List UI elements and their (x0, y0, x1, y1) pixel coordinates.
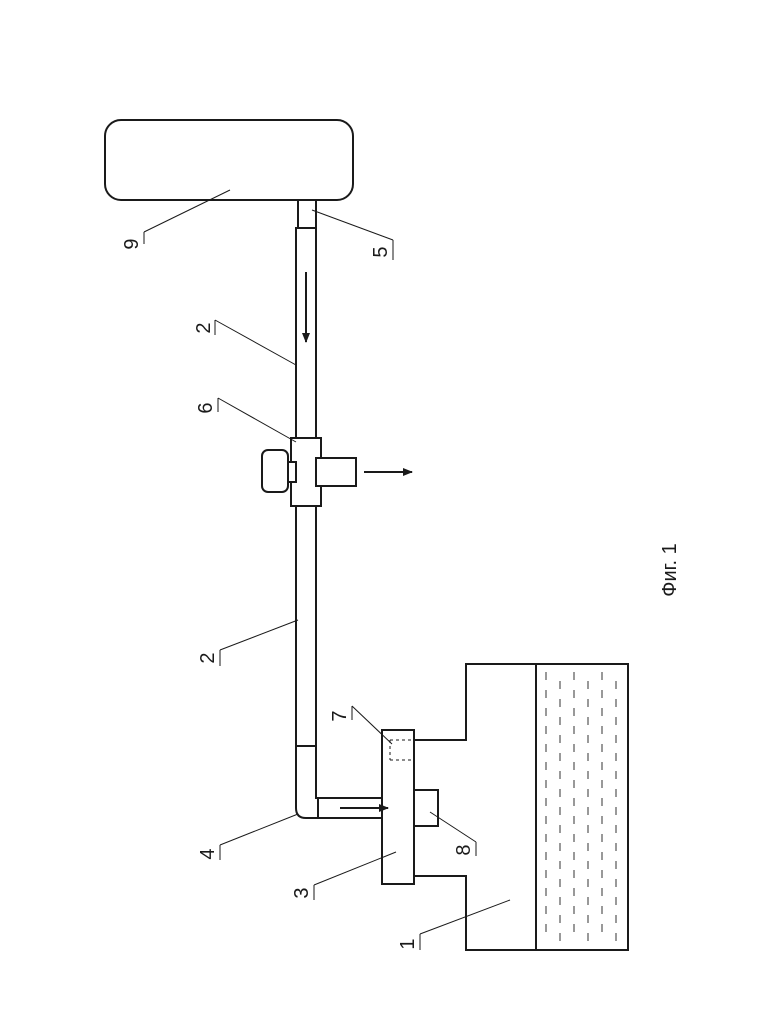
label-receiver-9: 9 (121, 238, 143, 249)
label-tank-1: 1 (397, 938, 419, 949)
figure-caption: Фиг. 1 (659, 543, 681, 596)
label-filter-7: 7 (329, 710, 351, 721)
label-pipe-upper-2: 2 (193, 322, 215, 333)
outlet-connector-5 (298, 200, 316, 228)
tank-1 (414, 664, 628, 950)
receiver-9 (105, 120, 353, 200)
label-flange-3: 3 (291, 887, 313, 898)
label-plug-8: 8 (453, 844, 475, 855)
label-elbow-4: 4 (197, 848, 219, 859)
valve-knob (262, 450, 288, 492)
pipe-lower-2 (296, 506, 316, 746)
leader-lines (144, 190, 510, 950)
elbow-4 (296, 746, 318, 818)
label-outlet-5: 5 (370, 246, 392, 257)
plug-8 (414, 790, 438, 826)
liquid-fill (546, 672, 616, 941)
label-valve-6: 6 (195, 402, 217, 413)
valve-6 (262, 438, 356, 506)
label-pipe-lower-2: 2 (197, 652, 219, 663)
